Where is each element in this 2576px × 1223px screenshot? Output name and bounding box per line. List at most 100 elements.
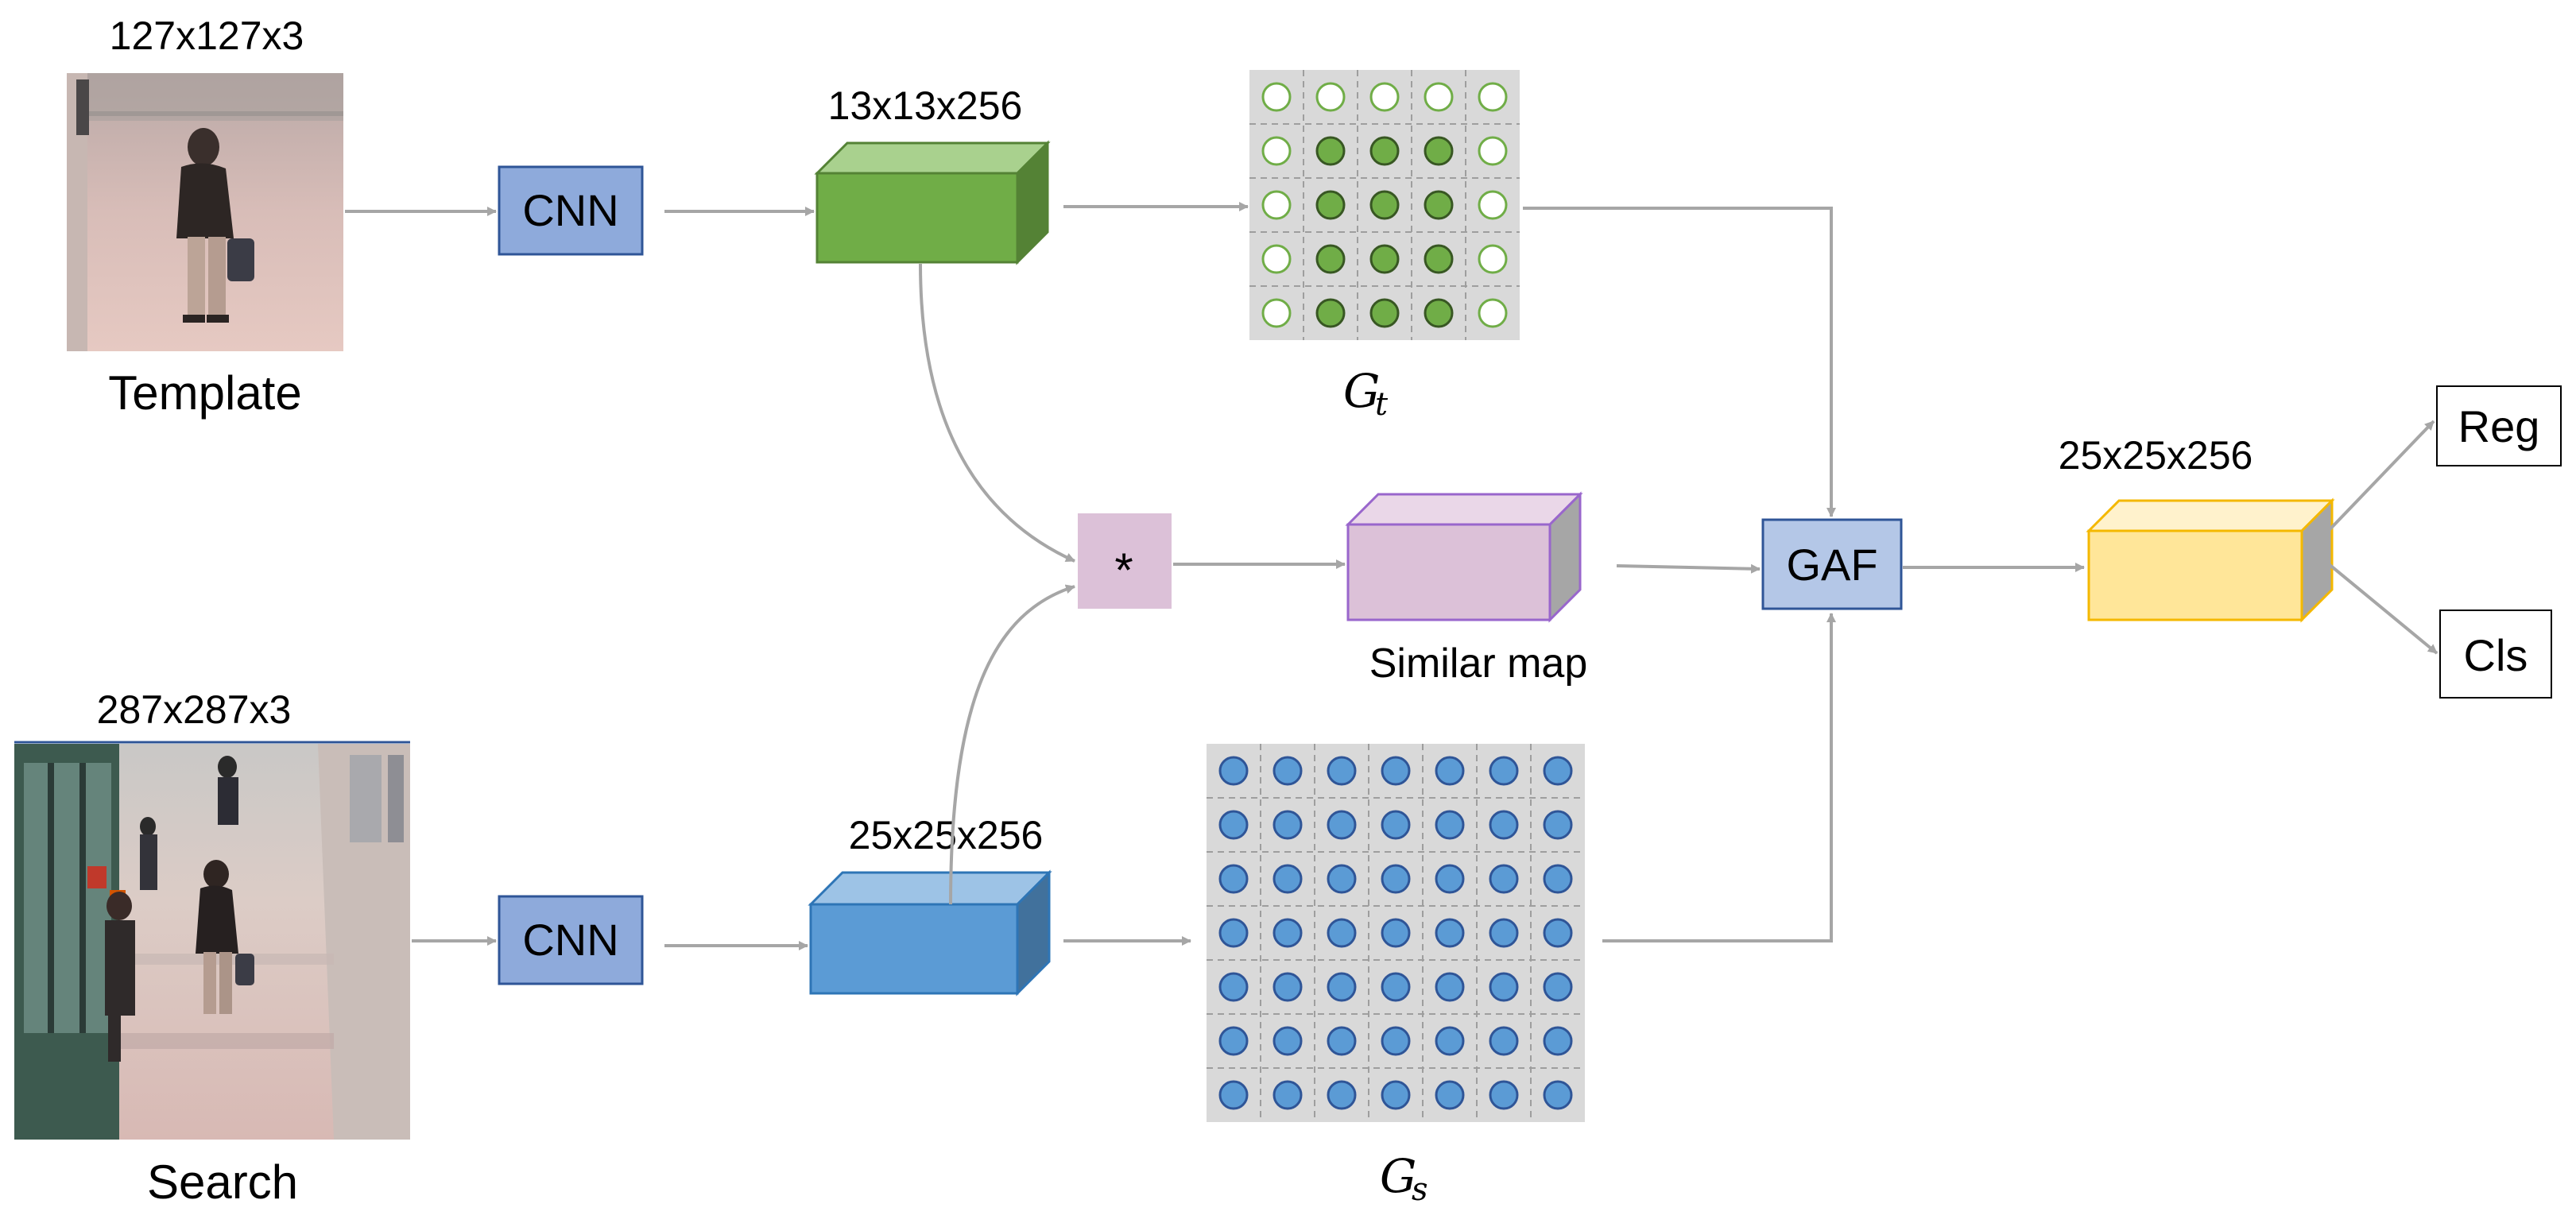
graph-node-filled (1218, 864, 1249, 894)
arrow-grid-s-to-gaf (1602, 613, 1836, 942)
graph-node-filled (1543, 1026, 1573, 1056)
graph-node-filled (1381, 1080, 1411, 1110)
graph-node-filled (1489, 810, 1519, 840)
graph-node-empty (1478, 190, 1508, 220)
graph-node-filled (1218, 1026, 1249, 1056)
reg-head-box: Reg (2436, 385, 2562, 466)
graph-node-filled (1315, 244, 1346, 274)
graph-node-filled (1218, 810, 1249, 840)
graph-node-filled (1435, 918, 1465, 948)
cls-head-label: Cls (2464, 630, 2528, 680)
graph-node-filled (1543, 918, 1573, 948)
correlation-op-box: * (1078, 513, 1172, 609)
graph-node-filled (1424, 298, 1454, 328)
graph-node-filled (1273, 1080, 1303, 1110)
graph-node-filled (1273, 810, 1303, 840)
graph-node-empty (1424, 82, 1454, 112)
gaf-box: GAF (1761, 518, 1903, 610)
graph-node-filled (1489, 756, 1519, 786)
graph-node-filled (1315, 136, 1346, 166)
graph-s-grid (1207, 744, 1585, 1122)
cls-head-box: Cls (2439, 610, 2552, 699)
graph-node-filled (1489, 1080, 1519, 1110)
graph-node-empty (1369, 82, 1400, 112)
arrow-similar-map-to-gaf (1616, 563, 1761, 574)
graph-node-empty (1261, 136, 1292, 166)
graph-node-filled (1381, 918, 1411, 948)
graph-t-subscript: t (1375, 386, 1389, 423)
graph-node-filled (1327, 810, 1357, 840)
graph-node-filled (1327, 1026, 1357, 1056)
graph-node-filled (1327, 918, 1357, 948)
search-dims-label: 287x287x3 (97, 687, 292, 732)
graph-node-filled (1369, 190, 1400, 220)
cnn-top-box: CNN (498, 165, 644, 256)
similar-map-cube (1345, 491, 1583, 623)
graph-node-filled (1273, 756, 1303, 786)
cnn-bottom-box: CNN (498, 895, 644, 985)
output-cube (2086, 497, 2335, 623)
reg-head-label: Reg (2458, 401, 2540, 451)
graph-node-filled (1218, 972, 1249, 1002)
graph-node-filled (1489, 864, 1519, 894)
connectors (345, 202, 2438, 950)
graph-node-empty (1478, 298, 1508, 328)
arrow-output-to-cls (2318, 555, 2438, 655)
graph-node-filled (1273, 864, 1303, 894)
graph-node-filled (1327, 972, 1357, 1002)
graph-node-filled (1489, 1026, 1519, 1056)
graph-node-empty (1261, 298, 1292, 328)
graph-node-filled (1435, 810, 1465, 840)
graph-node-filled (1543, 864, 1573, 894)
graph-node-filled (1273, 1026, 1303, 1056)
search-caption: Search (147, 1155, 298, 1209)
graph-node-filled (1369, 298, 1400, 328)
graph-node-empty (1478, 82, 1508, 112)
feature-bottom-dims-label: 25x25x256 (849, 813, 1044, 857)
graph-node-filled (1315, 298, 1346, 328)
graph-node-filled (1435, 756, 1465, 786)
template-caption: Template (108, 366, 301, 420)
output-dims-label: 25x25x256 (2059, 433, 2253, 478)
template-dims-label: 127x127x3 (110, 14, 304, 58)
graph-node-filled (1381, 972, 1411, 1002)
graph-node-filled (1424, 136, 1454, 166)
similar-map-caption: Similar map (1369, 641, 1588, 687)
graph-node-filled (1381, 756, 1411, 786)
feature-bottom-cube (808, 869, 1052, 997)
graph-node-filled (1489, 918, 1519, 948)
graph-node-empty (1261, 82, 1292, 112)
feature-top-dims-label: 13x13x256 (828, 83, 1023, 128)
graph-node-filled (1543, 972, 1573, 1002)
search-image (14, 744, 410, 1140)
graph-s-subscript: s (1412, 1171, 1428, 1208)
graph-node-filled (1273, 918, 1303, 948)
feature-top-cube (814, 140, 1051, 265)
graph-node-filled (1424, 244, 1454, 274)
arrow-feature-top-to-correlation (919, 263, 1075, 563)
gaf-label: GAF (1786, 540, 1877, 590)
graph-node-filled (1369, 136, 1400, 166)
graph-node-filled (1327, 756, 1357, 786)
graph-node-empty (1478, 244, 1508, 274)
graph-t-grid (1249, 70, 1520, 340)
graph-node-filled (1315, 190, 1346, 220)
graph-node-empty (1261, 190, 1292, 220)
graph-node-filled (1273, 972, 1303, 1002)
graph-node-filled (1327, 864, 1357, 894)
graph-node-filled (1369, 244, 1400, 274)
arrow-output-to-reg (2318, 420, 2435, 542)
template-image (67, 73, 343, 351)
graph-node-filled (1424, 190, 1454, 220)
graph-s-symbol: G (1380, 1149, 1416, 1203)
graph-node-filled (1489, 972, 1519, 1002)
graph-t-symbol: G (1343, 364, 1380, 418)
graph-node-filled (1381, 1026, 1411, 1056)
graph-node-filled (1435, 1080, 1465, 1110)
cnn-bottom-label: CNN (522, 915, 618, 965)
graph-node-filled (1381, 810, 1411, 840)
correlation-symbol: * (1114, 544, 1133, 597)
graph-node-filled (1543, 810, 1573, 840)
graph-node-empty (1261, 244, 1292, 274)
